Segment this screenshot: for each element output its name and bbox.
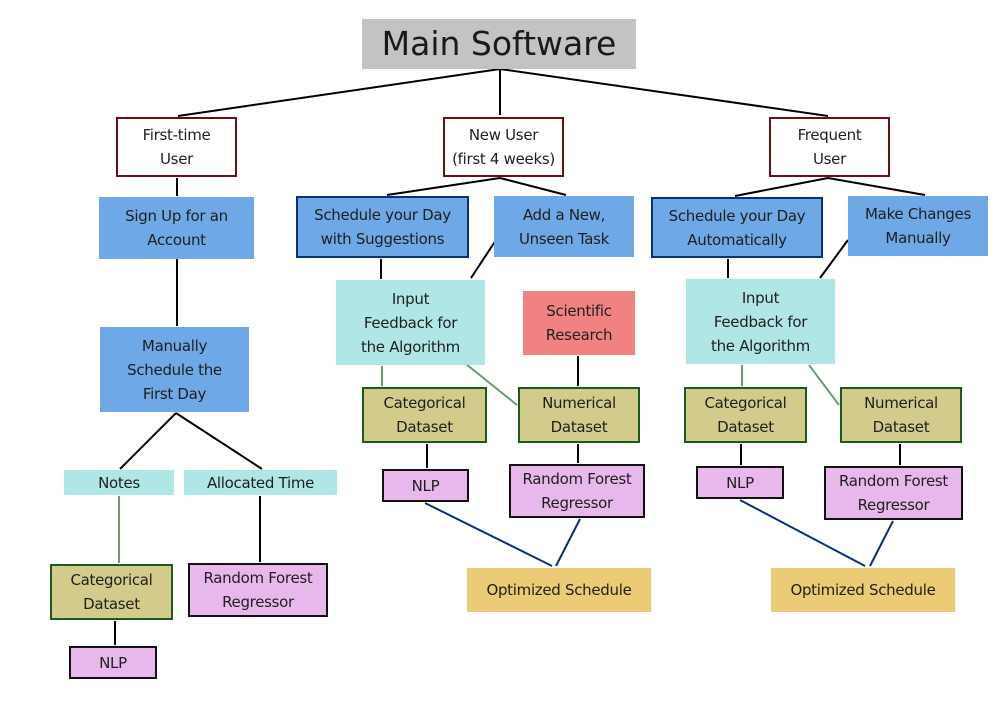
arrow-feedback-to-numerical xyxy=(465,363,518,406)
numerical-dataset-node[interactable]: Numerical Dataset xyxy=(840,387,962,443)
random-forest-node[interactable]: Random Forest Regressor xyxy=(824,466,963,520)
make-changes-node[interactable]: Make Changes Manually xyxy=(848,196,988,256)
feedback-node[interactable]: Input Feedback for the Algorithm xyxy=(336,280,485,365)
nlp-node[interactable]: NLP xyxy=(382,469,469,502)
categorical-dataset-node[interactable]: Categorical Dataset xyxy=(684,387,807,443)
frequent-user-node[interactable]: Frequent User xyxy=(769,117,890,177)
nlp-node[interactable]: NLP xyxy=(696,466,784,499)
optimized-schedule-node[interactable]: Optimized Schedule xyxy=(467,568,651,612)
schedule-with-suggestions-node[interactable]: Schedule your Day with Suggestions xyxy=(296,196,469,258)
arrow-feedback-to-numerical xyxy=(808,364,840,406)
arrow-frequent-to-changes xyxy=(827,177,926,196)
arrow-title-to-first-time xyxy=(177,68,501,117)
random-forest-node[interactable]: Random Forest Regressor xyxy=(509,464,645,518)
first-time-user-node[interactable]: First-time User xyxy=(116,117,237,177)
arrow-changes-to-feedback xyxy=(819,239,849,279)
manual-schedule-node[interactable]: Manually Schedule the First Day xyxy=(100,327,249,412)
allocated-time-node[interactable]: Allocated Time xyxy=(184,470,337,495)
arrow-frequent-to-schedule xyxy=(734,177,829,197)
optimized-schedule-node[interactable]: Optimized Schedule xyxy=(771,568,955,612)
arrow-nlp-to-output xyxy=(739,499,866,567)
arrow-addtask-to-feedback xyxy=(470,239,497,279)
arrow-manual-to-allocated xyxy=(175,412,263,470)
arrow-rf-to-output xyxy=(869,520,894,567)
arrow-title-to-frequent xyxy=(499,68,829,117)
schedule-automatically-node[interactable]: Schedule your Day Automatically xyxy=(651,197,823,258)
sign-up-node[interactable]: Sign Up for an Account xyxy=(99,197,254,259)
categorical-dataset-node[interactable]: Categorical Dataset xyxy=(362,387,487,443)
random-forest-node[interactable]: Random Forest Regressor xyxy=(188,563,328,617)
main-software-title: Main Software xyxy=(362,19,636,69)
new-user-node[interactable]: New User (first 4 weeks) xyxy=(443,117,564,177)
arrow-manual-to-notes xyxy=(119,412,177,470)
arrow-rf-to-output xyxy=(555,518,581,567)
arrow-nlp-to-output xyxy=(424,502,553,567)
arrow-newuser-to-schedule xyxy=(386,177,501,196)
categorical-dataset-node[interactable]: Categorical Dataset xyxy=(50,564,173,620)
numerical-dataset-node[interactable]: Numerical Dataset xyxy=(518,387,640,443)
feedback-node[interactable]: Input Feedback for the Algorithm xyxy=(686,279,835,364)
nlp-node[interactable]: NLP xyxy=(69,646,157,679)
notes-node[interactable]: Notes xyxy=(64,470,174,495)
add-new-task-node[interactable]: Add a New, Unseen Task xyxy=(494,196,634,257)
arrow-newuser-to-addtask xyxy=(499,177,567,196)
scientific-research-node[interactable]: Scientific Research xyxy=(523,291,635,355)
